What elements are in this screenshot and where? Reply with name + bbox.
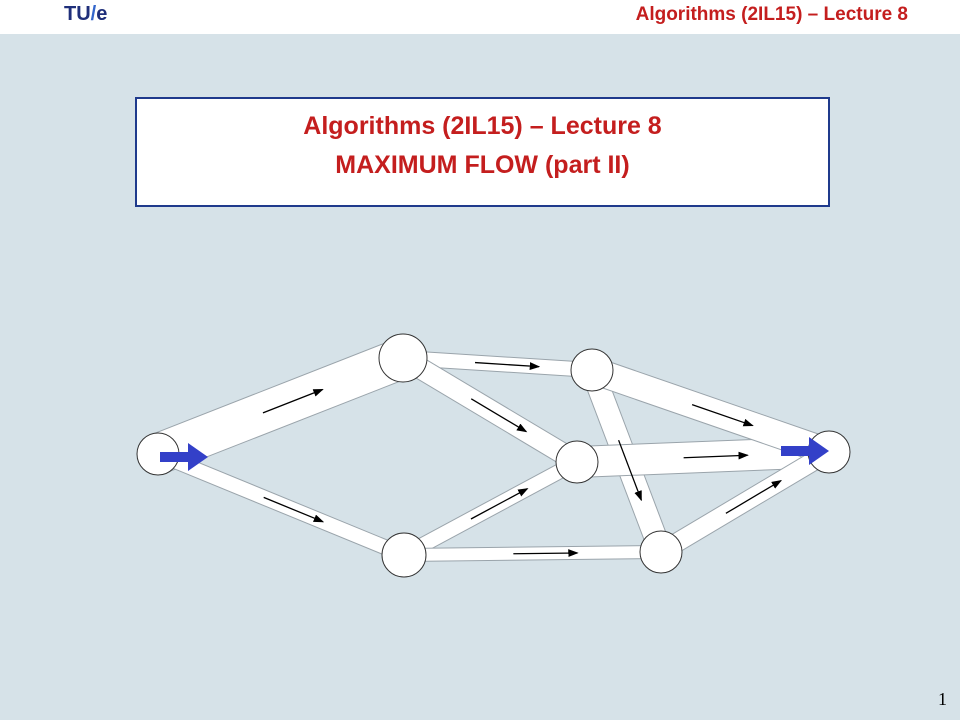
flow-arrow-a-c bbox=[470, 398, 528, 433]
node-e bbox=[639, 530, 683, 574]
title-box: Algorithms (2IL15) – Lecture 8 MAXIMUM F… bbox=[135, 97, 830, 207]
source-inflow-arrow bbox=[160, 443, 208, 471]
header-course-title: Algorithms (2IL15) – Lecture 8 bbox=[635, 4, 908, 25]
flow-arrow-s-a bbox=[262, 388, 324, 414]
flow-arrow-d-e bbox=[617, 439, 642, 502]
logo-text-e: e bbox=[96, 3, 108, 25]
flow-arrow-d-t bbox=[691, 404, 754, 427]
flow-arrow-e-t bbox=[725, 479, 783, 514]
node-a bbox=[378, 333, 428, 383]
logo-text-tu: TU bbox=[64, 3, 91, 25]
node-d bbox=[570, 348, 614, 392]
flow-arrow-s-b bbox=[263, 496, 325, 523]
logo-slash: / bbox=[90, 3, 97, 25]
node-c bbox=[555, 440, 599, 484]
flow-arrow-c-t bbox=[683, 451, 749, 460]
tue-logo: TU/e bbox=[64, 3, 107, 26]
flow-arrow-b-e bbox=[513, 549, 579, 557]
network-nodes bbox=[136, 333, 851, 578]
slide-title: Algorithms (2IL15) – Lecture 8 bbox=[303, 112, 662, 140]
slide-number: 1 bbox=[938, 689, 947, 709]
flow-arrow-a-d bbox=[474, 361, 541, 370]
node-b bbox=[381, 532, 427, 578]
flow-arrow-b-c bbox=[470, 488, 529, 520]
sink-inflow-arrow bbox=[781, 437, 829, 465]
flow-arrows bbox=[262, 361, 783, 557]
top-bar: TU/e Algorithms (2IL15) – Lecture 8 bbox=[0, 0, 960, 34]
slide-subtitle: MAXIMUM FLOW (part II) bbox=[335, 151, 630, 179]
